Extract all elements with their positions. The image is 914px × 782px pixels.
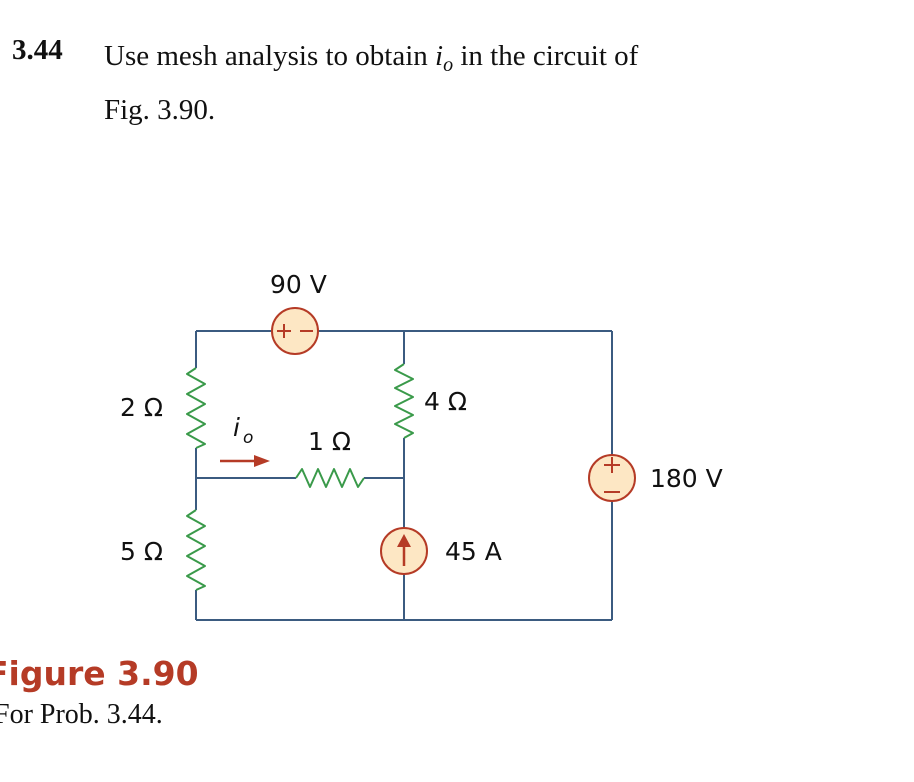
problem-statement: Use mesh analysis to obtain io in the ci… [104,34,638,133]
label-45a: 45 A [445,537,502,566]
label-io-sub: o [243,428,253,448]
label-io: i [233,413,240,442]
figure-title: Figure 3.90 [0,654,199,693]
resistor-5-ohm [186,509,206,591]
problem-var-i: i [435,40,444,72]
voltage-source-180v [588,454,636,502]
problem-text-post: in the circuit of [453,40,639,72]
current-source-45a [380,527,428,575]
problem-text-pre: Use mesh analysis to obtain [104,40,436,72]
wires [195,330,613,621]
problem-var-sub: o [443,54,454,76]
label-4-ohm: 4 Ω [424,387,467,416]
label-90v: 90 V [270,270,327,299]
label-5-ohm: 5 Ω [120,537,163,566]
current-io-arrow [220,455,270,467]
figure-caption: For Prob. 3.44. [0,699,163,730]
resistor-4-ohm [394,363,414,439]
voltage-source-90v [271,307,319,355]
label-180v: 180 V [650,464,723,493]
resistor-1-ohm [295,468,365,488]
resistor-2-ohm [186,367,206,449]
label-2-ohm: 2 Ω [120,393,163,422]
problem-text-line2: Fig. 3.90. [104,94,216,126]
label-1-ohm: 1 Ω [308,427,351,456]
problem-number: 3.44 [12,34,63,66]
